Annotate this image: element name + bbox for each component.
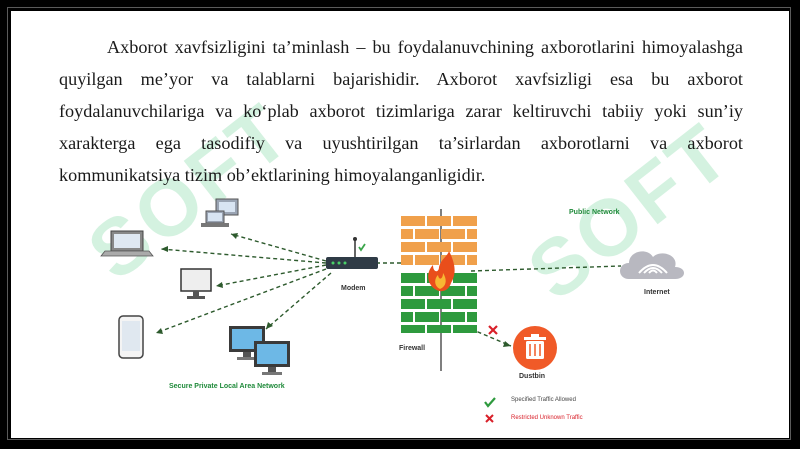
denied-legend-cross-icon bbox=[485, 414, 494, 423]
legend-denied-label: Restricted Unknown Traffic bbox=[511, 415, 583, 421]
link-firewall-internet bbox=[470, 265, 622, 272]
firewall-label: Firewall bbox=[399, 345, 426, 352]
link-modem-desktops bbox=[265, 272, 332, 330]
allowed-check-icon bbox=[484, 397, 496, 408]
arrowhead bbox=[161, 246, 168, 252]
monitor-icon bbox=[180, 268, 212, 299]
public-network-label: Public Network bbox=[569, 209, 620, 216]
dustbin-label: Dustbin bbox=[519, 373, 546, 380]
link-modem-phone bbox=[155, 268, 327, 334]
link-modem-laptop bbox=[160, 248, 327, 264]
link-modem-desktop-top bbox=[230, 233, 327, 262]
lan-label: Secure Private Local Area Network bbox=[169, 383, 285, 390]
firewall-icon bbox=[401, 209, 477, 371]
arrowhead bbox=[156, 328, 163, 334]
desktop-top-icon bbox=[201, 198, 239, 227]
desktops-lan-icon bbox=[229, 326, 290, 375]
body-paragraph: Axborot xavfsizligini ta’minlash – bu fo… bbox=[59, 37, 743, 185]
legend-allowed-label: Specified Traffic Allowed bbox=[511, 397, 576, 403]
arrowhead bbox=[503, 341, 511, 347]
arrowhead bbox=[266, 322, 273, 329]
phone-icon bbox=[118, 315, 144, 359]
network-diagram bbox=[100, 198, 684, 423]
internet-cloud-icon bbox=[620, 251, 684, 279]
dustbin-icon bbox=[513, 326, 557, 370]
internet-label: Internet bbox=[644, 289, 670, 296]
slide: SOFT SOFT Axborot xavfsizligini ta’minla… bbox=[11, 11, 789, 438]
modem-label: Modem bbox=[341, 285, 366, 292]
link-modem-monitor bbox=[215, 264, 327, 287]
modem-icon bbox=[326, 237, 378, 269]
laptop-icon bbox=[100, 230, 154, 257]
arrowhead bbox=[231, 233, 238, 239]
arrowhead bbox=[216, 282, 223, 288]
denied-cross-icon bbox=[488, 325, 498, 335]
